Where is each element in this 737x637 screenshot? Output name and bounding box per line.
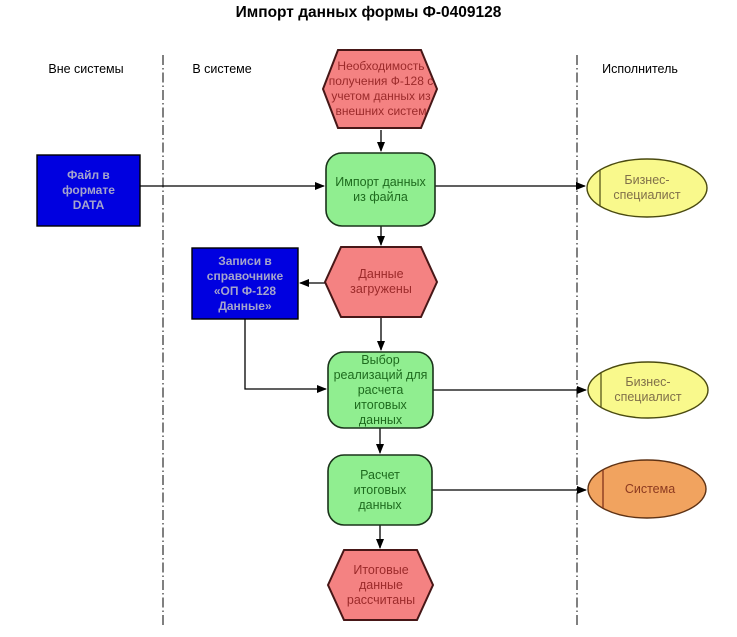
file-data-box bbox=[36, 154, 141, 227]
lane-label-inside: В системе bbox=[192, 62, 252, 76]
select-function-label: Выбор реализаций для расчета итоговых да… bbox=[333, 352, 428, 427]
calc-function-label: Расчет итоговых данных bbox=[353, 467, 407, 512]
system-actor-label: Система bbox=[624, 481, 676, 496]
business-specialist-1-ellipse bbox=[586, 158, 708, 218]
arrow-records-to-select bbox=[244, 319, 327, 393]
page-title: Импорт данных формы Ф-0409128 bbox=[235, 3, 502, 21]
event-loaded-hexagon bbox=[323, 246, 439, 318]
business-specialist-2-ellipse bbox=[587, 361, 709, 419]
event-done-label: Итоговые данные рассчитаны bbox=[346, 562, 416, 607]
event-loaded-label: Данные загружены bbox=[350, 267, 412, 296]
business-specialist-1-label: Бизнес- специалист bbox=[613, 173, 681, 202]
business-specialist-2-label: Бизнес- специалист bbox=[614, 375, 682, 404]
event-start-label: Необходимость получения Ф-128 с учетом д… bbox=[328, 59, 434, 118]
event-done-hexagon bbox=[326, 549, 435, 621]
registry-records-box bbox=[191, 247, 299, 320]
lane-label-executor: Исполнитель bbox=[602, 62, 678, 76]
system-actor-ellipse bbox=[587, 459, 707, 519]
import-function-label: Импорт данных из файла bbox=[335, 174, 426, 204]
select-function-box bbox=[327, 351, 434, 429]
file-data-label: Файл в формате DATA bbox=[62, 168, 115, 212]
event-start-hexagon bbox=[321, 49, 439, 129]
calc-function-box bbox=[327, 454, 433, 526]
registry-records-label: Записи в справочнике «ОП Ф-128 Данные» bbox=[206, 253, 284, 313]
import-function-box bbox=[325, 152, 436, 227]
lane-label-outside: Вне системы bbox=[48, 62, 124, 76]
